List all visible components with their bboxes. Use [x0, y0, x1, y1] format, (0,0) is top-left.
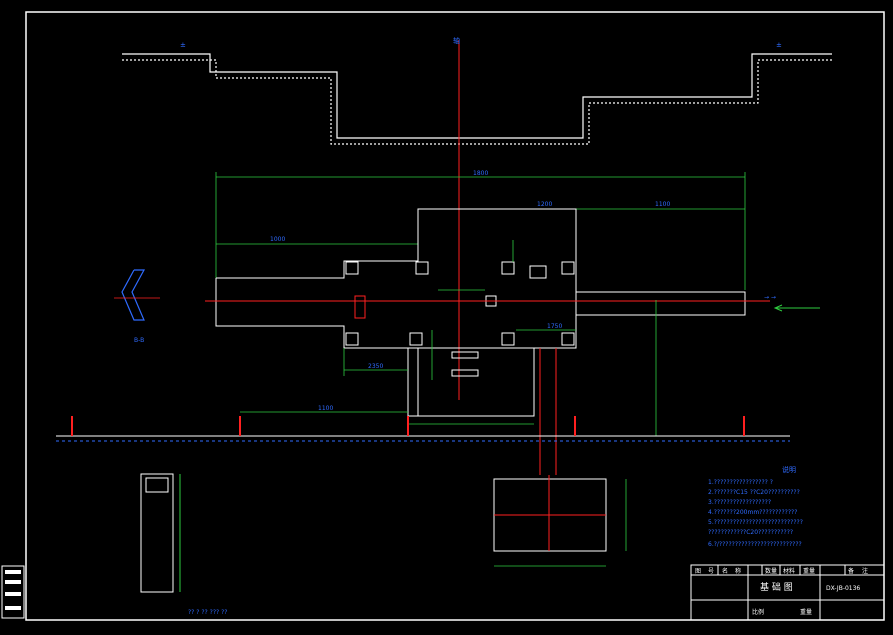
svg-text:图: 图 — [695, 568, 701, 575]
right-ground-label: ± — [776, 41, 782, 49]
left-ground-label: ± — [180, 41, 186, 49]
notes-block: 说明 1.????????????????? ? 2.???????C15 ??… — [708, 465, 803, 548]
ground-profile — [122, 53, 832, 145]
drawing-number: DX-JB-0136 — [826, 585, 860, 592]
drawing-frame — [25, 11, 885, 621]
note-line-5: 5.???????????????????????????? — [708, 519, 803, 526]
note-line-7: 6.?/?????????????????????????? — [708, 541, 802, 548]
dim-left: 1100 — [655, 201, 670, 208]
weight-label: 重量 — [800, 608, 812, 616]
svg-text:备: 备 — [848, 567, 854, 575]
section-bb-detail — [114, 269, 160, 321]
bottom-note: ?? ? ?? ??? ?? — [188, 609, 227, 616]
dim-2350: 2350 — [368, 363, 383, 370]
note-line-3: 3.?????????????????? — [708, 499, 771, 506]
lower-block — [493, 475, 627, 567]
bolt-holes — [345, 261, 575, 377]
axis-top-label: 轴 — [453, 36, 460, 45]
left-margin-stamps — [1, 565, 25, 619]
notes-title: 说明 — [782, 465, 796, 474]
dim-1750: 1750 — [547, 323, 562, 330]
left-bearing-mark — [354, 295, 366, 319]
pier-lines — [539, 348, 557, 475]
note-line-6: ????????????C20??????????? — [708, 529, 793, 536]
dim-bottom: 1100 — [318, 405, 333, 412]
svg-text:号: 号 — [708, 568, 714, 575]
drawing-title: 基 础 图 — [760, 581, 793, 593]
note-line-1: 1.????????????????? ? — [708, 479, 773, 486]
title-block-headers: 图 号 名 称 数量 材料 重量 备 注 — [695, 567, 868, 575]
note-line-2: 2.???????C15 ??C20?????????? — [708, 489, 800, 496]
overall-dimension — [215, 172, 746, 290]
title-block — [690, 564, 885, 621]
ground-line — [56, 416, 790, 442]
section-label: B-B — [134, 337, 144, 344]
dim-right: 1200 — [537, 201, 552, 208]
svg-text:重量: 重量 — [803, 567, 815, 575]
svg-text:注: 注 — [862, 567, 868, 575]
flow-arrow — [773, 304, 820, 312]
svg-text:名: 名 — [722, 567, 728, 575]
svg-text:称: 称 — [735, 567, 741, 575]
scale-label: 比例 — [752, 608, 764, 616]
body-dimensions — [240, 240, 657, 436]
svg-text:材料: 材料 — [783, 567, 795, 575]
arrow-right-label: → → — [764, 294, 776, 301]
pillar-detail — [140, 473, 181, 593]
note-line-4: 4.???????200mm???????????? — [708, 509, 797, 516]
dim-mid: 1000 — [270, 236, 285, 243]
dim-overall: 1800 — [473, 170, 488, 177]
foundation-body — [215, 208, 746, 417]
svg-text:数量: 数量 — [765, 567, 777, 575]
